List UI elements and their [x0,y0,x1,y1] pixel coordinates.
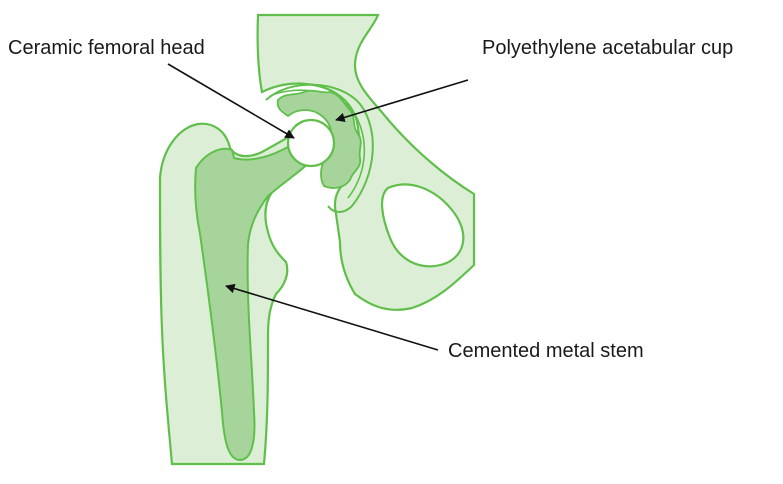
label-metal-stem: Cemented metal stem [448,340,644,362]
label-acetabular-cup: Polyethylene acetabular cup [482,37,733,59]
femoral-head-implant [288,120,334,166]
label-femoral-head: Ceramic femoral head [8,37,205,59]
ceramic-femoral-head [288,120,334,166]
